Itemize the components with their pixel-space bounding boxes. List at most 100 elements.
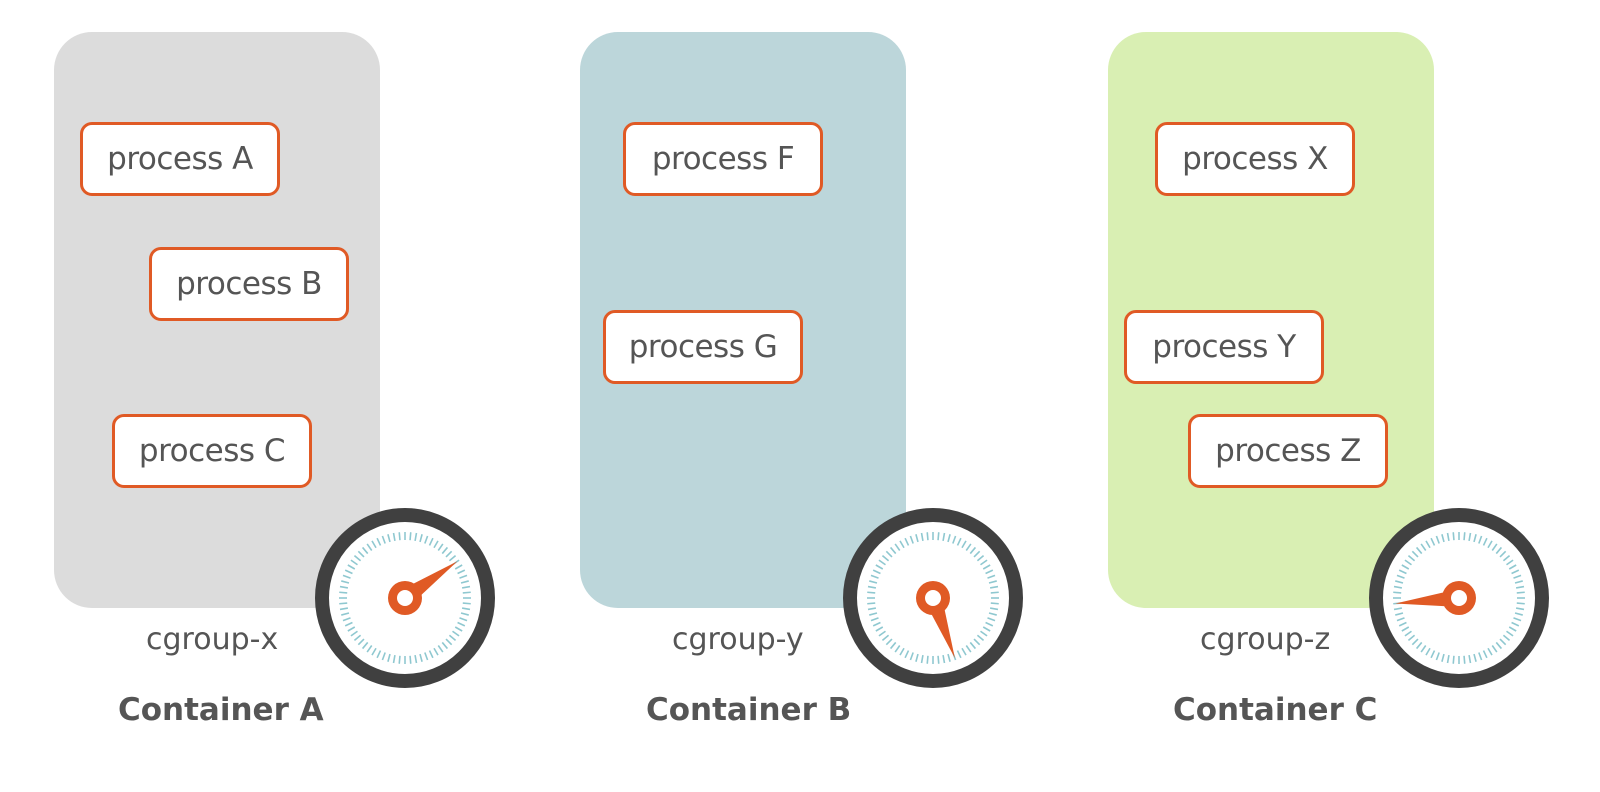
gauge-tick — [341, 580, 350, 584]
gauge-tick — [366, 645, 373, 653]
gauge-tick — [347, 564, 356, 570]
gauge-tick — [437, 645, 444, 653]
gauge-tick — [961, 647, 967, 656]
gauge-tick — [920, 532, 924, 542]
cgroup-label: cgroup-x — [146, 622, 279, 657]
gauge-tick — [1468, 532, 1472, 542]
gauge-tick — [1404, 559, 1412, 566]
cgroup-label: cgroup-z — [1200, 622, 1331, 657]
container-title: Container B — [646, 692, 852, 728]
gauge-tick — [881, 554, 890, 562]
gauge-tick — [926, 655, 929, 664]
gauge-tick — [457, 569, 466, 575]
gauge-tick — [1487, 540, 1493, 549]
gauge-tick — [956, 650, 962, 659]
gauge-tick — [969, 641, 977, 650]
gauge-tick — [350, 559, 358, 566]
gauge-tick — [350, 630, 358, 637]
gauge-tick — [1441, 534, 1445, 543]
gauge-tick — [433, 540, 439, 549]
gauge-tick — [1508, 626, 1517, 632]
gauge-tick — [870, 574, 879, 579]
gauge-tick — [1516, 602, 1525, 605]
gauge-tick — [462, 602, 471, 605]
gauge-tick — [1506, 559, 1514, 566]
gauge-tick — [461, 585, 471, 589]
process-box: process G — [603, 310, 803, 384]
gauge-tick — [965, 645, 972, 653]
gauge-tick — [454, 626, 463, 632]
gauge-tick — [339, 585, 349, 589]
gauge-tick — [1508, 564, 1517, 570]
gauge-tick — [409, 655, 412, 664]
gauge-tick — [987, 574, 996, 579]
gauge-tick — [889, 546, 897, 555]
gauge-tick — [1491, 645, 1498, 653]
gauge-tick — [1396, 574, 1405, 579]
gauge-tick — [976, 634, 985, 642]
gauge-tick — [459, 617, 468, 622]
gauge-tick — [361, 641, 369, 650]
gauge-tick — [1396, 617, 1405, 622]
gauge-tick — [433, 647, 439, 656]
gauge-tick — [1398, 569, 1407, 575]
gauge-tick — [1398, 621, 1407, 627]
gauge-tick — [1515, 607, 1525, 611]
gauge-tick — [899, 540, 905, 549]
gauge-tick — [347, 626, 356, 632]
gauge-tick — [371, 540, 377, 549]
gauge-tick — [1482, 537, 1488, 546]
gauge-tick — [376, 537, 382, 546]
gauge-tick — [904, 650, 910, 659]
gauge-tick — [956, 537, 962, 546]
gauge-tick — [1511, 569, 1520, 575]
gauge-tick — [1513, 574, 1522, 579]
gauge-tick — [392, 654, 396, 664]
gauge-tick — [969, 546, 977, 555]
gauge-tick — [398, 655, 401, 664]
gauge-tick — [381, 652, 386, 661]
process-box: process A — [80, 122, 280, 196]
gauge-tick — [459, 574, 468, 579]
gauge-tick — [1395, 612, 1404, 616]
gauge-tick — [1495, 641, 1503, 650]
gauge-tick — [1430, 650, 1436, 659]
container-title: Container C — [1173, 692, 1378, 728]
process-box: process F — [623, 122, 823, 196]
gauge-tick — [973, 550, 981, 558]
gauge-tick — [909, 652, 914, 661]
gauge-tick — [462, 591, 471, 594]
gauge-tick — [867, 602, 876, 605]
gauge-tick — [387, 534, 391, 543]
cgroup-label: cgroup-y — [672, 622, 804, 657]
gauge-tick — [980, 630, 988, 637]
gauge-tick — [885, 638, 893, 646]
gauge-tick — [339, 602, 348, 605]
process-box: process X — [1155, 122, 1355, 196]
gauge-tick — [976, 554, 985, 562]
gauge-tick — [1468, 654, 1472, 664]
gauge-tick — [342, 617, 351, 622]
gauge-tick — [915, 534, 919, 543]
gauge-tick — [339, 591, 348, 594]
gauge-tick — [881, 634, 890, 642]
gauge-tick — [461, 607, 471, 611]
gauge-tick — [869, 580, 878, 584]
gauge-tick — [1393, 585, 1403, 589]
gauge-tick — [937, 655, 940, 664]
gauge-tick — [1407, 554, 1416, 562]
gauge-tick — [1502, 634, 1511, 642]
gauge-tick — [1452, 655, 1455, 664]
gauge-tick — [989, 585, 999, 589]
gauge-tick — [1487, 647, 1493, 656]
gauge-tick — [947, 653, 951, 662]
gauge-tick — [965, 543, 972, 551]
gauge-tick — [441, 641, 449, 650]
gauge-tick — [870, 617, 879, 622]
gauge-tick — [1415, 641, 1423, 650]
gauge-tick — [428, 650, 434, 659]
gauge-tick — [445, 550, 453, 558]
gauge-tick — [872, 621, 881, 627]
gauge-tick — [1425, 540, 1431, 549]
gauge-tick — [878, 630, 886, 637]
